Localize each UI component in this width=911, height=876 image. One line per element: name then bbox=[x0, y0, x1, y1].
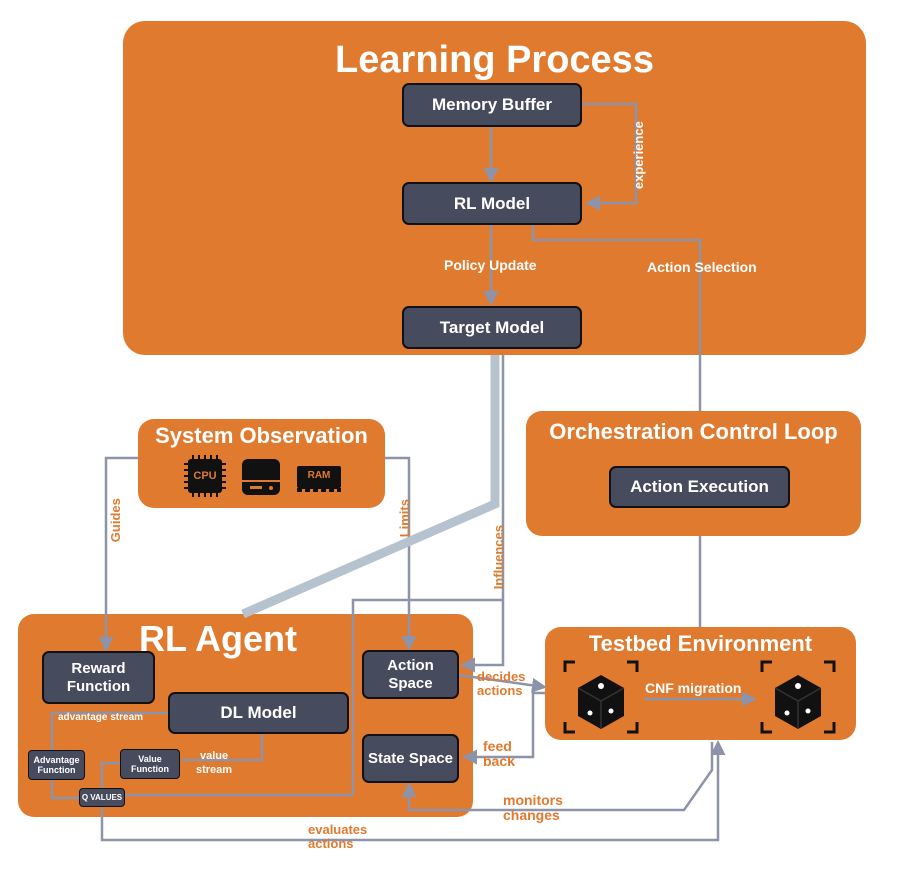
guides-label: Guides bbox=[107, 498, 123, 543]
edge-evaluates-actions bbox=[100, 740, 726, 842]
edge-advantage-stream bbox=[50, 711, 168, 750]
cpu-chip-icon bbox=[184, 455, 226, 497]
edge-monitors-changes bbox=[401, 742, 714, 812]
edge-limits bbox=[385, 456, 417, 651]
system-observation-title: System Observation bbox=[155, 423, 368, 448]
value-function-node: Value Function bbox=[120, 749, 180, 779]
value-stream-label: value stream bbox=[196, 750, 233, 777]
feed-back-label: feed back bbox=[483, 738, 515, 770]
ram-stick-icon bbox=[297, 466, 341, 492]
dl-model-node: DL Model bbox=[168, 692, 349, 734]
monitors-changes-label: monitors changes bbox=[503, 792, 563, 824]
q-values-node: Q VALUES bbox=[79, 788, 125, 807]
reward-function-node: Reward Function bbox=[42, 651, 155, 704]
memory-buffer-node: Memory Buffer bbox=[402, 83, 582, 127]
edge-action-selection bbox=[531, 225, 702, 411]
limits-label: Limits bbox=[396, 499, 412, 538]
cnf-cube-left-icon bbox=[563, 660, 639, 734]
edge-target-thick bbox=[241, 355, 500, 619]
edge-guides bbox=[98, 456, 138, 652]
action-selection-label: Action Selection bbox=[647, 259, 757, 275]
rl-model-node: RL Model bbox=[402, 182, 582, 225]
action-space-node: Action Space bbox=[362, 650, 459, 699]
edge-experience bbox=[582, 102, 638, 211]
edge-influences bbox=[460, 355, 505, 673]
edge-feed-back bbox=[462, 691, 545, 765]
cnf-cube-right-icon bbox=[760, 660, 836, 734]
experience-label: experience bbox=[630, 121, 646, 190]
ram-label: RAM bbox=[307, 470, 331, 481]
advantage-stream-label: advantage stream bbox=[58, 712, 144, 723]
action-execution-node: Action Execution bbox=[609, 466, 790, 508]
target-model-node: Target Model bbox=[402, 306, 582, 349]
edge-decides-actions bbox=[458, 673, 547, 693]
policy-update-label: Policy Update bbox=[444, 257, 537, 273]
influences-label: Influences bbox=[490, 525, 506, 590]
hard-drive-icon bbox=[242, 459, 280, 495]
edge-value-stream bbox=[182, 734, 264, 762]
orchestration-title: Orchestration Control Loop bbox=[549, 419, 838, 444]
edge-target-to-action-space bbox=[351, 598, 503, 795]
learning-process-title: Learning Process bbox=[335, 39, 654, 81]
evaluates-actions-label: evaluates actions bbox=[308, 822, 368, 852]
cnf-migration-label: CNF migration bbox=[645, 680, 742, 696]
cpu-label: CPU bbox=[193, 470, 217, 482]
rl-agent-title: RL Agent bbox=[139, 618, 297, 659]
state-space-node: State Space bbox=[362, 734, 459, 783]
testbed-title: Testbed Environment bbox=[588, 631, 813, 656]
decides-actions-label: decides actions bbox=[477, 669, 526, 699]
edge-advantage-to-q bbox=[50, 780, 79, 800]
advantage-function-node: Advantage Function bbox=[28, 750, 85, 780]
edge-value-to-q bbox=[100, 761, 120, 788]
